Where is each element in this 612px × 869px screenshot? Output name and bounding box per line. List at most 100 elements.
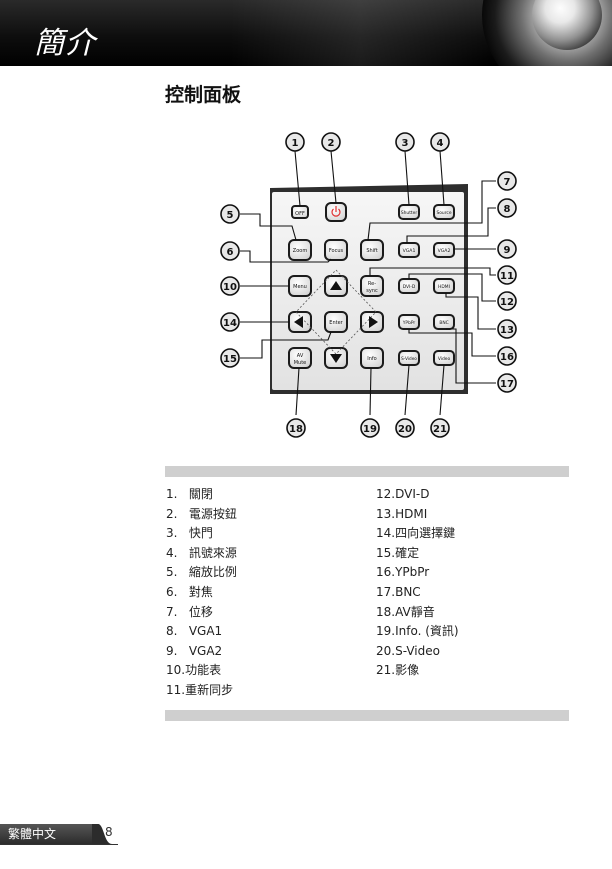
legend-label: Info. (資訊) bbox=[395, 624, 459, 639]
legend-label: 重新同步 bbox=[185, 682, 234, 697]
legend-item: 21.影像 bbox=[376, 661, 459, 681]
ypbpr-button-label: YPbPr bbox=[402, 320, 416, 326]
bnc-button-label: BNC bbox=[439, 320, 448, 326]
leader-8 bbox=[406, 207, 496, 243]
leader-12 bbox=[408, 273, 496, 302]
left-arrow-icon bbox=[294, 316, 303, 328]
resync-button-shape bbox=[360, 275, 384, 297]
legend-number: 16. bbox=[376, 565, 396, 580]
legend-label: 對焦 bbox=[188, 584, 213, 599]
callout-2: 2 bbox=[328, 138, 335, 149]
legend-label: DVI-D bbox=[395, 487, 430, 501]
callout-17: 17 bbox=[500, 379, 514, 390]
legend-label: 功能表 bbox=[185, 663, 222, 678]
shutter-button-label: Shutter bbox=[401, 210, 417, 216]
svideo-button-label: S-Video bbox=[401, 356, 417, 361]
source-button-label: Source bbox=[436, 210, 451, 216]
callout-18: 18 bbox=[289, 424, 303, 435]
legend-number: 8. bbox=[166, 624, 178, 639]
shift-button-shape bbox=[360, 239, 384, 261]
legend-number: 6. bbox=[166, 584, 178, 599]
legend-item: 20.S-Video bbox=[376, 642, 459, 662]
leader-2 bbox=[330, 150, 337, 204]
legend-number: 19. bbox=[376, 624, 396, 639]
legend-number: 5. bbox=[166, 565, 178, 580]
callout-10: 10 bbox=[223, 282, 237, 293]
callout-14: 14 bbox=[223, 318, 237, 329]
legend-item: 13.HDMI bbox=[376, 505, 459, 525]
enter-button-label: Enter bbox=[329, 320, 343, 326]
legend-label: 縮放比例 bbox=[188, 565, 237, 580]
callout-16: 16 bbox=[500, 352, 514, 363]
leader-7 bbox=[367, 180, 496, 241]
footer-rule bbox=[0, 844, 118, 845]
power-icon bbox=[331, 206, 341, 217]
legend-column-right: 12.DVI-D 13.HDMI 14.四向選擇鍵 15.確定 16.YPbPr… bbox=[376, 485, 459, 681]
callout-12: 12 bbox=[500, 297, 514, 308]
control-panel-diagram: OFF Shutter Source Zoom Focus Shift VGA1… bbox=[220, 132, 517, 438]
callout-20: 20 bbox=[398, 424, 412, 435]
callout-8: 8 bbox=[504, 204, 511, 215]
hdmi-button-shape bbox=[433, 278, 455, 294]
legend-label: HDMI bbox=[395, 506, 428, 521]
legend-number: 1. bbox=[166, 487, 178, 501]
legend-label: 四向選擇鍵 bbox=[395, 526, 456, 541]
callout-9: 9 bbox=[504, 245, 511, 256]
leader-lines bbox=[240, 150, 496, 416]
info-button-label: Info bbox=[367, 356, 376, 362]
legend-number: 13. bbox=[376, 506, 396, 521]
legend-label: S-Video bbox=[395, 643, 440, 658]
language-label: 繁體中文 bbox=[8, 827, 57, 841]
leader-15 bbox=[240, 331, 332, 359]
legend-label: 位移 bbox=[188, 604, 213, 619]
resync-button-label-2: sync bbox=[366, 288, 378, 294]
callout-4: 4 bbox=[437, 138, 444, 149]
legend-label: BNC bbox=[395, 584, 421, 599]
legend-item: 2. 電源按鈕 bbox=[166, 505, 237, 525]
legend-label: 確定 bbox=[395, 545, 420, 560]
vga2-button-label: VGA2 bbox=[438, 248, 451, 254]
legend-bottom-bar bbox=[165, 710, 569, 721]
legend-number: 10. bbox=[166, 663, 186, 678]
vga1-button-shape bbox=[398, 242, 420, 258]
legend-number: 17. bbox=[376, 584, 396, 599]
callout-3: 3 bbox=[402, 138, 409, 149]
legend-item: 18.AV靜音 bbox=[376, 603, 459, 623]
section-title: 控制面板 bbox=[165, 84, 242, 106]
callout-11: 11 bbox=[500, 271, 514, 282]
focus-button-shape bbox=[324, 239, 348, 261]
legend-item: 7. 位移 bbox=[166, 603, 237, 623]
leader-5 bbox=[240, 213, 297, 241]
callout-21: 21 bbox=[433, 424, 447, 435]
legend-number: 3. bbox=[166, 526, 178, 541]
leader-13 bbox=[445, 293, 496, 330]
resync-button-label-1: Re- bbox=[368, 281, 376, 287]
callout-5: 5 bbox=[227, 210, 234, 221]
callout-13: 13 bbox=[500, 325, 514, 336]
enter-button-shape bbox=[324, 311, 348, 333]
legend-item: 5. 縮放比例 bbox=[166, 563, 237, 583]
info-button-shape bbox=[360, 347, 384, 369]
language-tab: 繁體中文 bbox=[0, 824, 100, 844]
legend-item: 17.BNC bbox=[376, 583, 459, 603]
vga1-button-label: VGA1 bbox=[403, 248, 416, 254]
dvid-button-label: DVI-D bbox=[403, 284, 416, 290]
legend-item: 15.確定 bbox=[376, 544, 459, 564]
legend-number: 18. bbox=[376, 604, 396, 619]
legend-label: AV靜音 bbox=[395, 604, 435, 619]
legend-item: 16.YPbPr bbox=[376, 563, 459, 583]
legend-label: VGA2 bbox=[188, 643, 223, 658]
chapter-title: 簡介 bbox=[34, 26, 96, 61]
arrow-glyphs bbox=[294, 281, 378, 363]
legend-number: 4. bbox=[166, 545, 178, 560]
av-mute-button-label-1: AV bbox=[297, 353, 304, 359]
av-mute-button-label-2: Mute bbox=[294, 360, 307, 366]
down-arrow-icon bbox=[330, 354, 342, 363]
leader-4 bbox=[439, 150, 445, 206]
callout-15: 15 bbox=[223, 354, 237, 365]
legend-item: 9. VGA2 bbox=[166, 642, 237, 662]
legend-item: 10.功能表 bbox=[166, 661, 237, 681]
legend-item: 14.四向選擇鍵 bbox=[376, 524, 459, 544]
callout-7: 7 bbox=[504, 177, 511, 188]
legend-label: 影像 bbox=[395, 663, 420, 678]
